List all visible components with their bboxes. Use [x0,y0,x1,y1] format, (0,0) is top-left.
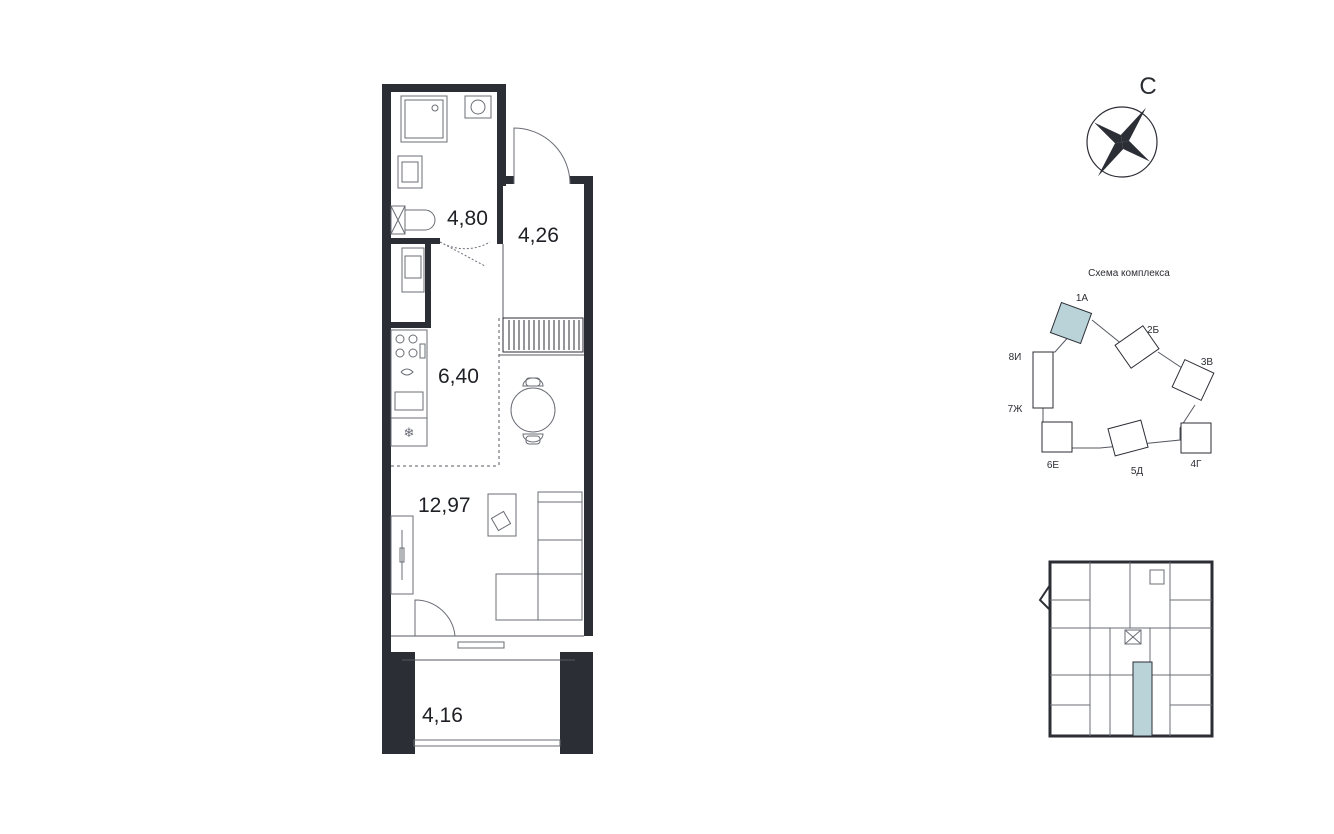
sofa-chaise [495,573,583,621]
building-3V [1171,358,1215,402]
area-label-balcony: 4,16 [422,704,463,727]
section-label: 7Ж [1008,404,1024,415]
building-1A [1049,301,1093,345]
armchair [487,493,517,537]
wall [570,176,593,184]
section-label: 6Е [1047,460,1060,471]
building-2B [1114,325,1160,369]
wall [425,244,431,328]
balcony-window [413,739,561,747]
wall [584,176,593,636]
complex-scheme: Схема комплекса 1А 2Б 3В 4Г 5Д 6Е 7Ж 8И [1008,268,1215,477]
hob-burner [408,334,418,344]
wall [497,84,506,186]
wall [575,652,593,660]
bathroom-door [439,241,491,267]
wall [497,184,503,244]
toilet [404,209,436,231]
tv-stand [390,515,414,595]
section-label: 4Г [1191,459,1203,470]
hob-burner [395,348,405,358]
wall [497,176,514,184]
fridge-door [404,255,422,279]
tv-panel [399,547,405,563]
sofa-back [537,491,583,503]
compass-rose-icon [1094,107,1150,177]
faucet-icon [400,368,414,376]
toilet-tank-x [390,205,406,235]
compass: С [1086,73,1158,178]
hob-burner [395,334,405,344]
section-label: 2Б [1147,325,1160,336]
washing-machine-drum [470,99,486,115]
wall [560,652,593,754]
complex-path [1091,319,1124,346]
oven-control [419,343,426,359]
shower-inner [404,99,444,139]
floor-outline [1048,560,1214,738]
magazine [490,510,512,532]
freezer [390,417,428,447]
washing-machine [464,95,492,119]
wardrobe [502,317,584,353]
complex-title: Схема комплекса [1088,268,1170,279]
snowflake-icon: ❄ [404,425,415,440]
kitchen-sink [394,391,424,411]
building-7Zh-8I [1032,351,1054,409]
floor-key-plan [1038,560,1214,738]
chair [522,433,544,443]
highlighted-apartment [1132,661,1153,737]
shower-tray [400,95,448,143]
wall [382,84,391,754]
compass-ring [1086,106,1158,178]
section-label: 5Д [1131,466,1144,477]
area-label-kitchen: 6,40 [438,365,479,388]
hob-burner [408,348,418,358]
area-label-hall: 4,26 [518,224,559,247]
building-5D [1107,419,1149,457]
building-4G [1180,422,1212,454]
window [457,641,505,649]
compass-north-label: С [1139,73,1156,100]
bay [1038,581,1051,613]
area-label-living: 12,97 [418,494,471,517]
wall [382,322,431,328]
fridge [401,247,425,293]
building-6E [1041,421,1073,453]
complex-path [1157,351,1183,369]
wall [382,652,402,660]
wall [382,84,506,92]
dining-table [510,387,556,433]
balcony-door [414,599,456,637]
wall [382,652,415,754]
shower-drain [431,104,439,112]
section-label: 3В [1201,357,1214,368]
chair [525,377,541,387]
sink-bowl [401,161,419,183]
sofa [537,491,583,621]
section-label: 1А [1076,293,1089,304]
area-label-bathroom: 4,80 [447,207,488,230]
wall [382,238,440,244]
section-label: 8И [1009,352,1022,363]
apartment-plan: ❄ 4,80 4,26 6,40 12,97 4,16 [382,84,593,754]
sink [397,155,423,189]
chair [525,435,541,445]
entrance-door [513,127,571,185]
wardrobe-hatching [508,320,580,350]
